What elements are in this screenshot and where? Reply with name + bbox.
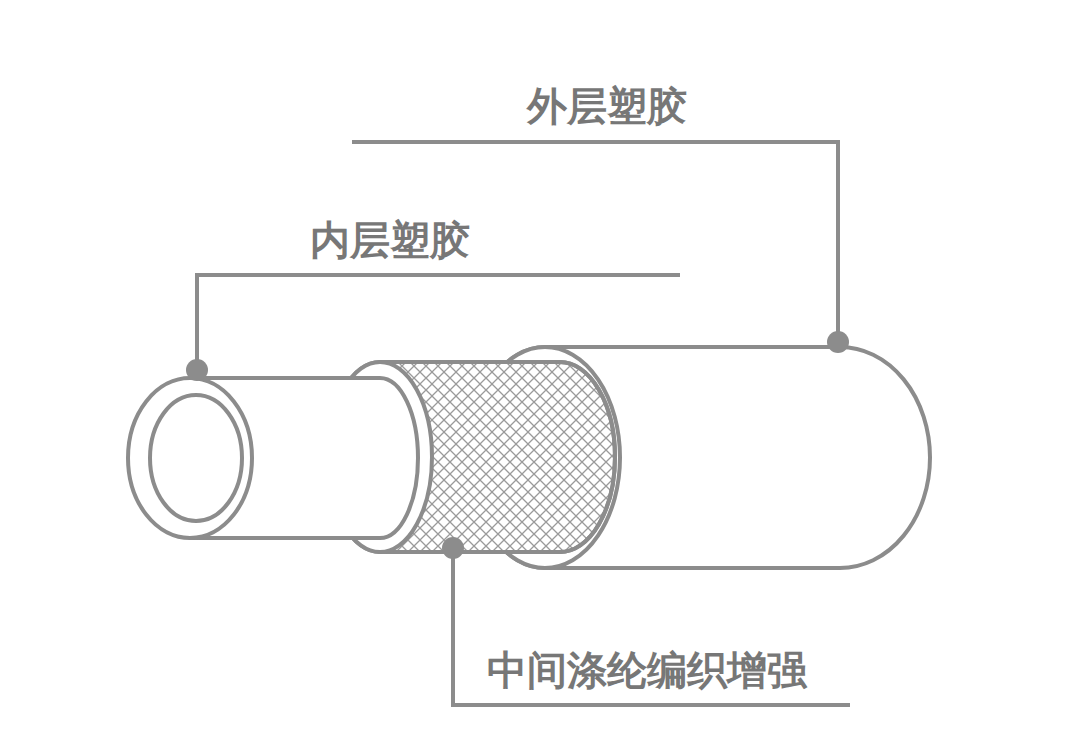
inner-tube-bore bbox=[150, 395, 242, 521]
part-label: 内层塑胶 bbox=[310, 218, 470, 262]
part-label: 中间涤纶编织增强 bbox=[487, 648, 807, 692]
leader-dot bbox=[442, 537, 464, 559]
inner-tube-face bbox=[128, 378, 252, 538]
leader-line bbox=[197, 275, 680, 368]
part-label: 外层塑胶 bbox=[527, 84, 687, 128]
leader-dot bbox=[186, 359, 208, 381]
leader-dot bbox=[827, 331, 849, 353]
leader-line bbox=[453, 550, 850, 705]
braid-layer-edge bbox=[560, 362, 615, 552]
